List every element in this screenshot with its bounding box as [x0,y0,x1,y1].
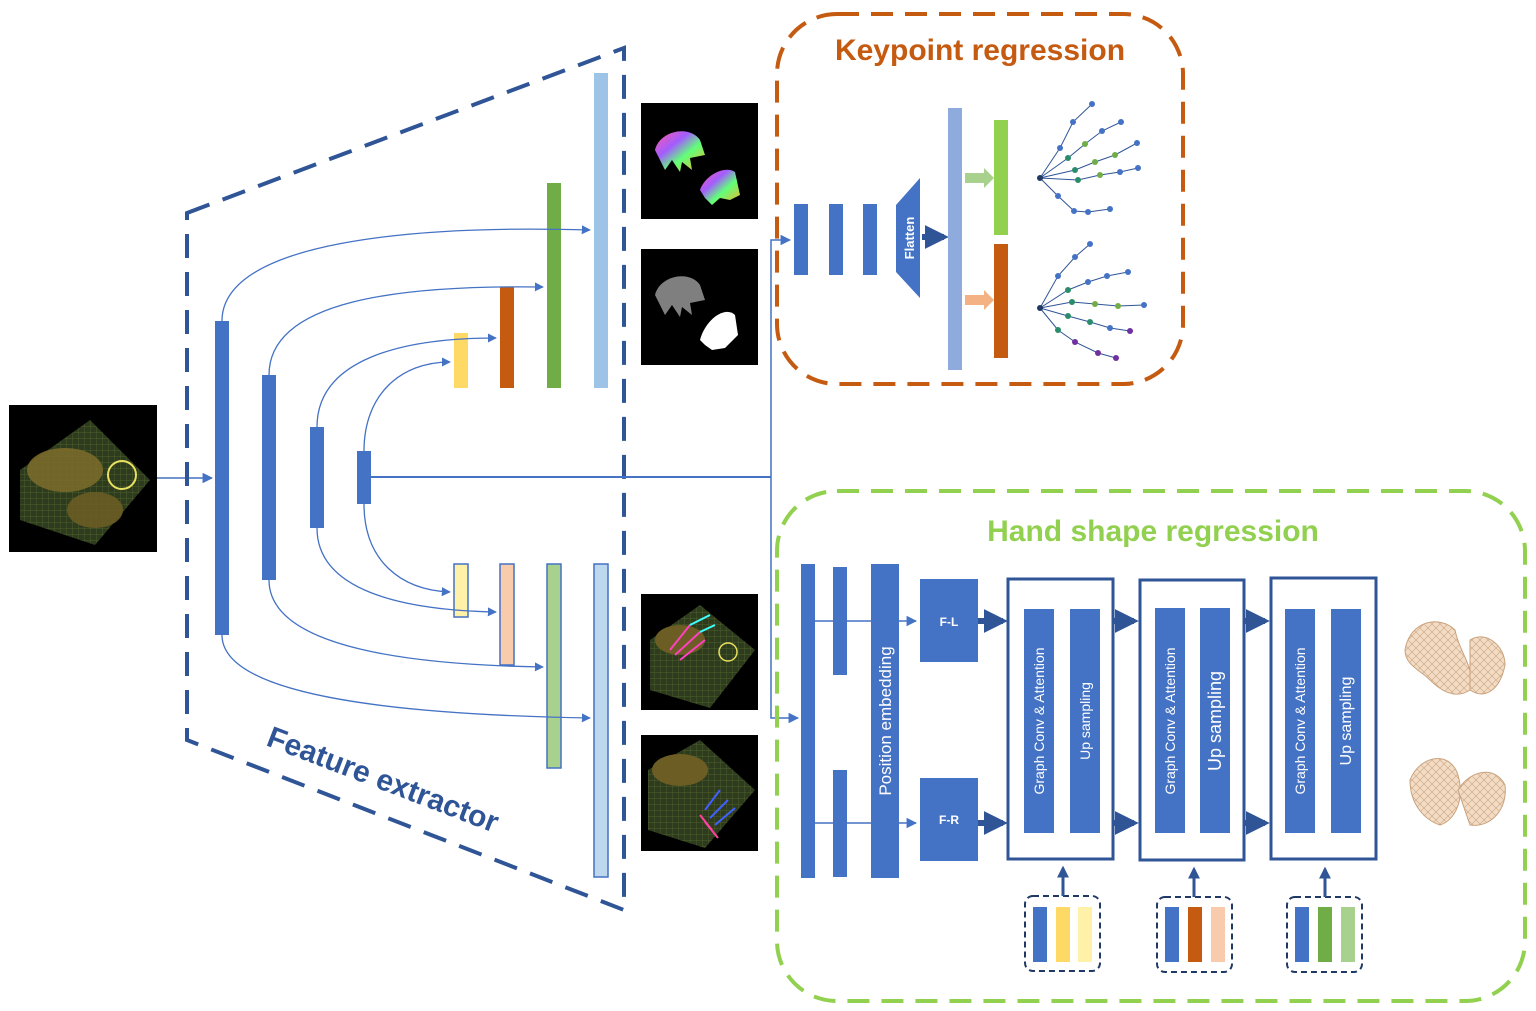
right-hand-keypoint-output [994,244,1008,358]
lower-decoder-green [546,563,562,769]
hand-mesh-icon [1409,758,1506,826]
keypoint-regression-boundary [775,12,1185,386]
feature-extractor-label: Feature extractor [262,721,503,840]
stage-2: Graph Conv & Attention Up sampling [1138,578,1246,862]
flatten-label: Flatten [902,217,917,260]
hand-skeleton-icon [1039,243,1145,359]
upsampling-label: Up sampling [1338,677,1355,766]
upsampling-block [1331,609,1361,833]
stage-3: Graph Conv & Attention Up sampling [1269,576,1378,861]
color-segmentation-map-icon [641,103,758,219]
shape-left-block [833,567,847,675]
stage3-skip-features [1286,896,1363,973]
graph-conv-block [1285,609,1315,833]
pe-branch-lines [847,620,871,824]
shape-right-block [833,770,847,877]
encoder-block-4 [357,451,371,504]
hand-skeleton-icon [1037,241,1147,361]
upper-decoder-green [547,183,561,388]
upper-decoder-orange [500,287,514,388]
bottleneck-to-shape [770,477,800,724]
lower-decoder-lightblue [593,563,609,878]
encoder-block-2 [262,375,276,580]
fl-label: F-L [940,615,959,629]
keypoint-regression-title: Keypoint regression [835,34,1125,67]
graph-conv-label: Graph Conv & Attention [1162,647,1178,794]
keypoint-conv-1 [794,204,808,275]
feature-extractor-boundary [185,45,626,913]
hand-shape-regression-title: Hand shape regression [987,515,1319,548]
input-rgb-image-icon [9,405,157,552]
keypoint-conv-3 [863,204,877,275]
shape-feature-block [801,564,815,878]
right-hand-arrow-head [984,290,994,310]
stage2-skip-features [1156,896,1233,973]
hand-mesh-icon [1404,621,1506,695]
graph-conv-block [1155,608,1185,833]
left-hand-keypoint-output [994,120,1008,235]
hand-skeleton-icon [1037,101,1141,215]
upper-decoder-lightblue [594,73,608,388]
keypoint-conv-2 [829,204,843,275]
upsampling-block [1200,608,1230,833]
upsampling-label: Up sampling [1205,671,1225,771]
fl-block [920,579,978,662]
pose-overlay-image-icon-bottom [641,735,758,851]
lower-decoder-yellow [453,563,469,618]
keypoint-feature-vector [948,108,962,370]
encoder-block-3 [310,427,324,528]
lower-skip-connections [221,503,591,723]
left-hand-arrow-head [984,168,994,188]
stage1-skip-features [1024,895,1101,972]
binary-mask-icon [641,249,758,365]
graph-conv-block [1024,609,1054,833]
position-embedding-label: Position embedding [876,646,895,795]
position-embedding-block [871,564,899,878]
pose-overlay-image-icon [641,594,758,710]
stage-1: Graph Conv & Attention Up sampling [1006,577,1115,861]
upsampling-label: Up sampling [1077,682,1093,760]
upper-skip-connections [221,225,591,452]
graph-conv-label: Graph Conv & Attention [1292,647,1308,794]
fr-label: F-R [939,813,959,827]
encoder-block-1 [215,321,229,635]
lower-decoder-peach [499,563,515,666]
bottleneck-to-keypoint [770,234,792,477]
flatten-block [896,178,920,298]
upsampling-block [1070,609,1100,833]
fr-block [920,778,978,861]
shape-branch-lines [815,620,833,824]
upper-decoder-yellow [454,333,468,388]
graph-conv-label: Graph Conv & Attention [1031,647,1047,794]
hand-shape-regression-boundary [775,489,1527,1003]
